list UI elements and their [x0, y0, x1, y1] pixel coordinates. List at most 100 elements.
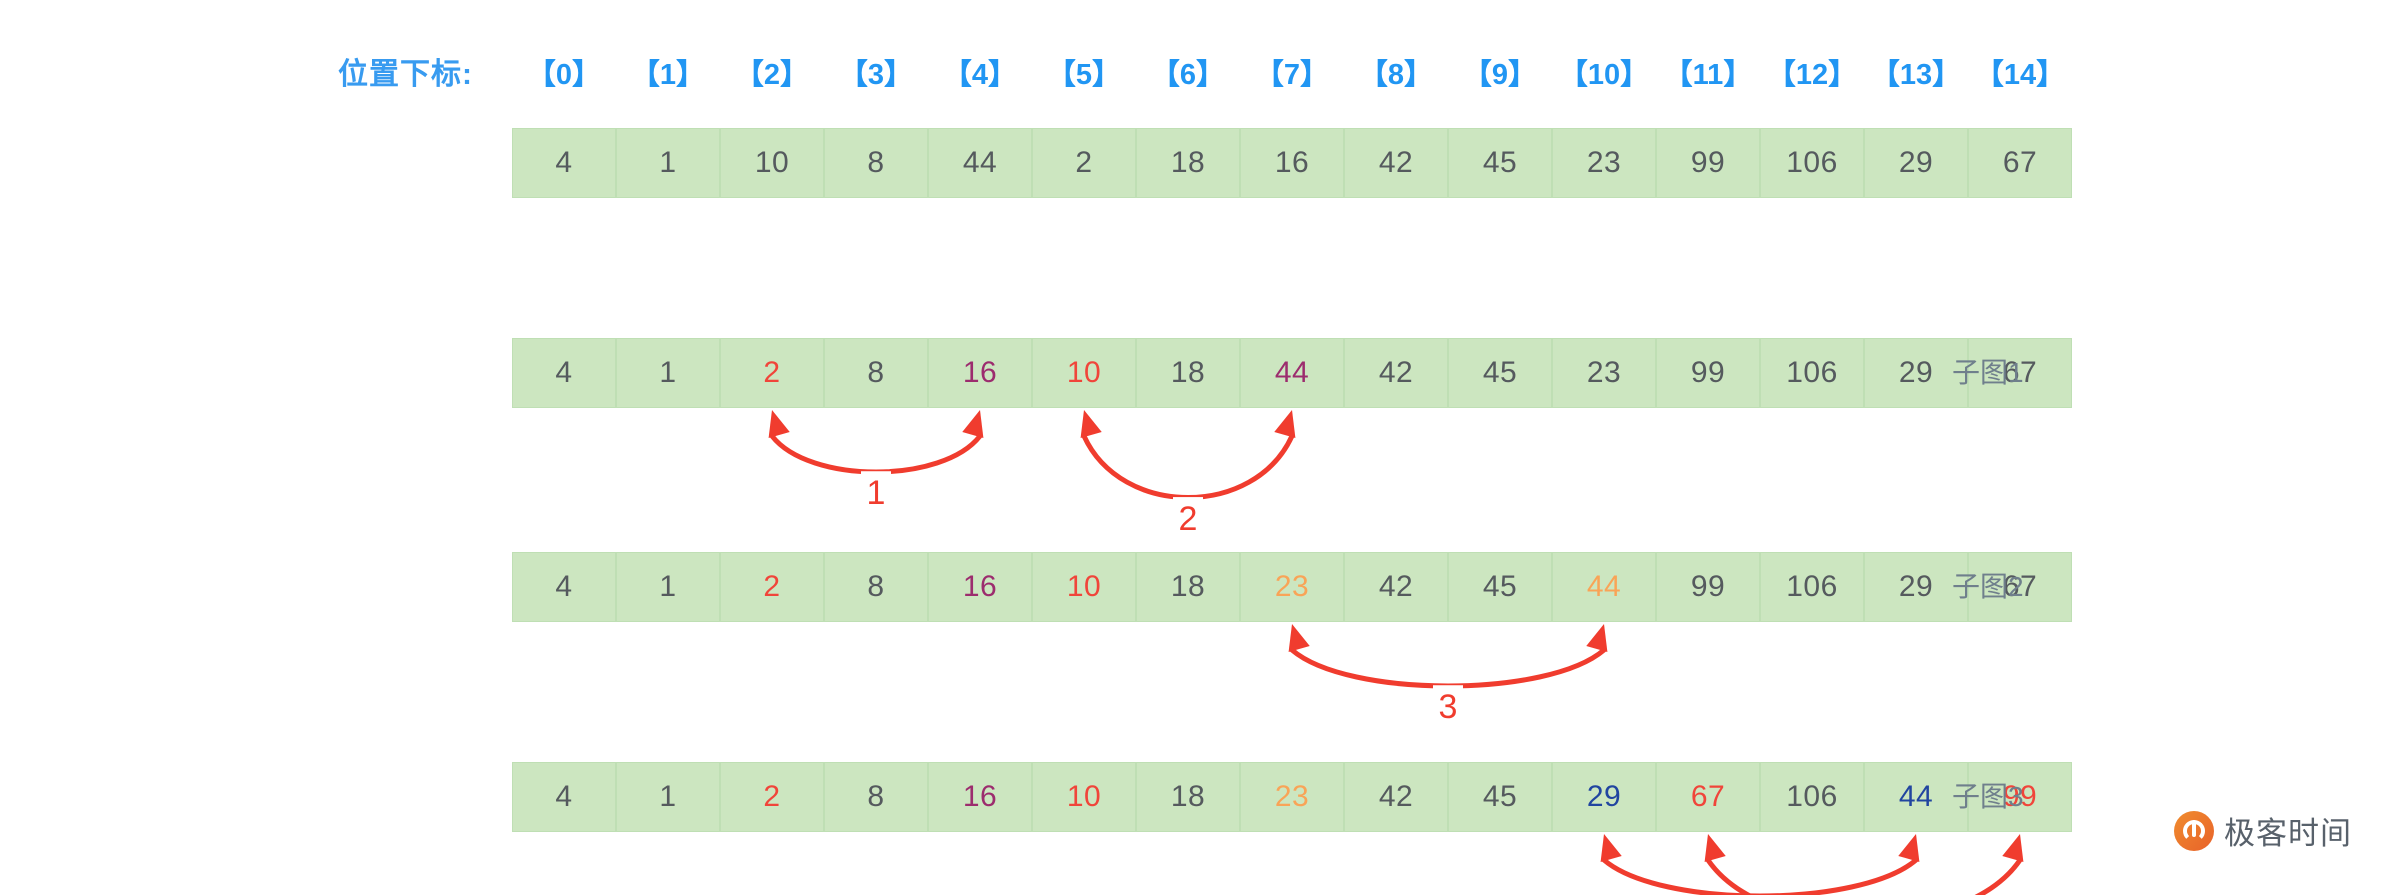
swap-arrowhead-3-right — [1586, 624, 1608, 653]
index-label-12: 【12】 — [1766, 59, 1858, 91]
array-cell: 45 — [1448, 338, 1552, 408]
array-cell: 16 — [928, 338, 1032, 408]
geektime-logo-icon — [2174, 810, 2214, 851]
array-cell: 45 — [1448, 128, 1552, 198]
swap-label-halo-3 — [1433, 685, 1463, 724]
array-cell: 42 — [1344, 338, 1448, 408]
array-cell: 99 — [1968, 762, 2072, 832]
index-label-10: 【10】 — [1558, 59, 1650, 91]
watermark: 极客时间 — [2174, 808, 2352, 853]
array-cell: 44 — [928, 128, 1032, 198]
array-cell: 23 — [1240, 762, 1344, 832]
array-cell: 106 — [1760, 338, 1864, 408]
array-cell: 2 — [720, 552, 824, 622]
index-label-1: 【1】 — [630, 59, 706, 91]
array-cell: 67 — [1968, 552, 2072, 622]
swap-arrowhead-3-left — [1288, 624, 1310, 653]
array-cell: 67 — [1656, 762, 1760, 832]
array-cell: 18 — [1136, 128, 1240, 198]
array-cell: 44 — [1552, 552, 1656, 622]
array-cell: 8 — [824, 338, 928, 408]
array-cell: 10 — [1032, 762, 1136, 832]
array-cell: 29 — [1864, 128, 1968, 198]
array-cell: 67 — [1968, 338, 2072, 408]
array-cell: 2 — [720, 338, 824, 408]
array-cell: 99 — [1656, 338, 1760, 408]
array-cell: 2 — [720, 762, 824, 832]
swap-arc-3 — [1289, 647, 1607, 689]
array-cell: 42 — [1344, 762, 1448, 832]
array-cell: 8 — [824, 762, 928, 832]
index-label-2: 【2】 — [734, 59, 810, 91]
array-cell: 4 — [512, 338, 616, 408]
subfigure-caption-2: 子图2 — [1952, 571, 2024, 602]
array-cell: 1 — [616, 128, 720, 198]
index-label-9: 【9】 — [1462, 59, 1538, 91]
array-cell: 1 — [616, 552, 720, 622]
array-cell: 44 — [1864, 762, 1968, 832]
swap-arc-4 — [1601, 857, 1919, 895]
index-label-7: 【7】 — [1254, 59, 1330, 91]
index-label-11: 【11】 — [1663, 59, 1753, 91]
index-label-13: 【13】 — [1870, 59, 1962, 91]
array-cell: 4 — [512, 128, 616, 198]
array-cell: 23 — [1552, 128, 1656, 198]
array-cell: 106 — [1760, 762, 1864, 832]
index-label-3: 【3】 — [838, 59, 914, 91]
index-label-8: 【8】 — [1358, 59, 1434, 91]
subfigure-caption-1: 子图1 — [1952, 357, 2024, 388]
swap-step-label: 1 — [867, 474, 886, 512]
swap-arrowhead-4-left — [1600, 834, 1622, 863]
swap-step-label: 2 — [1179, 500, 1198, 538]
array-cell: 4 — [512, 762, 616, 832]
swap-arrowhead-2-left — [1080, 410, 1102, 439]
array-cell: 106 — [1760, 552, 1864, 622]
array-cell: 4 — [512, 552, 616, 622]
array-cell: 16 — [1240, 128, 1344, 198]
array-cell: 23 — [1240, 552, 1344, 622]
watermark-text: 极客时间 — [2224, 816, 2352, 851]
swap-arc-2 — [1081, 433, 1295, 500]
array-cell: 42 — [1344, 128, 1448, 198]
swap-arrowhead-1-right — [962, 410, 984, 439]
array-cell: 2 — [1032, 128, 1136, 198]
array-cell: 18 — [1136, 552, 1240, 622]
index-label-5: 【5】 — [1046, 59, 1122, 91]
swap-arrowhead-2-right — [1274, 410, 1296, 439]
array-cell: 1 — [616, 338, 720, 408]
array-cell: 8 — [824, 552, 928, 622]
index-label-0: 【0】 — [526, 59, 602, 91]
array-cell: 44 — [1240, 338, 1344, 408]
index-row-label: 位置下标: — [338, 58, 473, 91]
array-cell: 29 — [1864, 338, 1968, 408]
swap-arrowhead-5-right — [2002, 834, 2024, 863]
array-cell: 16 — [928, 762, 1032, 832]
array-cell: 29 — [1552, 762, 1656, 832]
swap-step-label: 3 — [1439, 688, 1458, 726]
index-label-14: 【14】 — [1974, 59, 2066, 91]
array-cell: 16 — [928, 552, 1032, 622]
index-label-4: 【4】 — [942, 59, 1018, 91]
array-cell: 67 — [1968, 128, 2072, 198]
swap-label-halo-1 — [861, 471, 891, 510]
array-cell: 10 — [1032, 552, 1136, 622]
array-cell: 10 — [1032, 338, 1136, 408]
swap-arrowhead-5-left — [1704, 834, 1726, 863]
array-cell: 8 — [824, 128, 928, 198]
array-cell: 45 — [1448, 552, 1552, 622]
subfigure-caption-3: 子图3 — [1952, 781, 2024, 812]
array-cell: 106 — [1760, 128, 1864, 198]
swap-arc-5 — [1705, 857, 2023, 895]
swap-arc-1 — [769, 433, 983, 475]
array-cell: 42 — [1344, 552, 1448, 622]
array-cell: 99 — [1656, 552, 1760, 622]
array-cell: 99 — [1656, 128, 1760, 198]
index-label-6: 【6】 — [1150, 59, 1226, 91]
array-cell: 18 — [1136, 338, 1240, 408]
array-cell: 23 — [1552, 338, 1656, 408]
array-cell: 10 — [720, 128, 824, 198]
swap-arrowhead-1-left — [768, 410, 790, 439]
